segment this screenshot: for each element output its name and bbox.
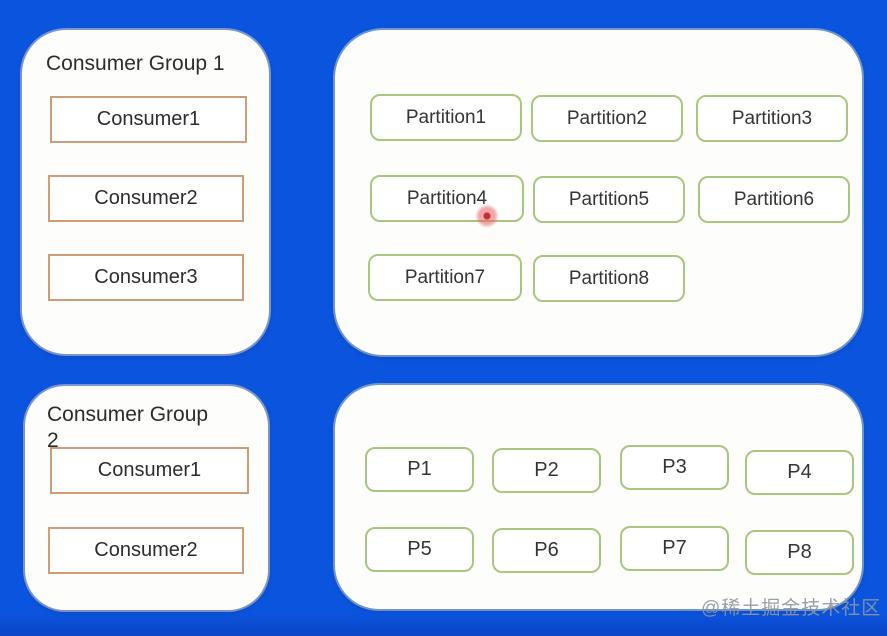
partition-box: Partition3: [696, 95, 848, 142]
p-box: P1: [365, 447, 474, 492]
consumer-group-2-title-line1: Consumer Group: [47, 403, 209, 426]
consumer-box: Consumer2: [48, 527, 244, 574]
partition-box: Partition4: [370, 175, 524, 222]
consumer-group-1-title: Consumer Group 1: [46, 52, 225, 75]
partition-box: Partition7: [368, 254, 522, 301]
partition-box: Partition2: [531, 95, 683, 142]
p-box: P6: [492, 528, 601, 573]
p-box: P5: [365, 527, 474, 572]
consumer-box: Consumer3: [48, 254, 244, 301]
consumer-box: Consumer1: [50, 447, 249, 494]
consumer-group-2-panel: Consumer Group 2 Consumer1 Consumer2: [25, 386, 268, 610]
watermark: @稀土掘金技术社区: [701, 598, 882, 619]
consumer-group-1-panel: Consumer Group 1 Consumer1 Consumer2 Con…: [22, 30, 269, 354]
consumer-box: Consumer2: [48, 175, 244, 222]
p-partitions-panel: P1 P2 P3 P4 P5 P6 P7 P8: [335, 385, 862, 609]
p-box: P7: [620, 526, 729, 571]
consumer-group-2-title-line2: 2: [47, 429, 59, 452]
p-box: P3: [620, 445, 729, 490]
p-box: P2: [492, 448, 601, 493]
partition-box: Partition8: [533, 255, 685, 302]
partition-box: Partition1: [370, 94, 522, 141]
partition-box: Partition6: [698, 176, 850, 223]
partition-box: Partition5: [533, 176, 685, 223]
p-box: P8: [745, 530, 854, 575]
p-box: P4: [745, 450, 854, 495]
consumer-box: Consumer1: [50, 96, 247, 143]
partitions-panel: Partition1 Partition2 Partition3 Partiti…: [335, 30, 862, 355]
